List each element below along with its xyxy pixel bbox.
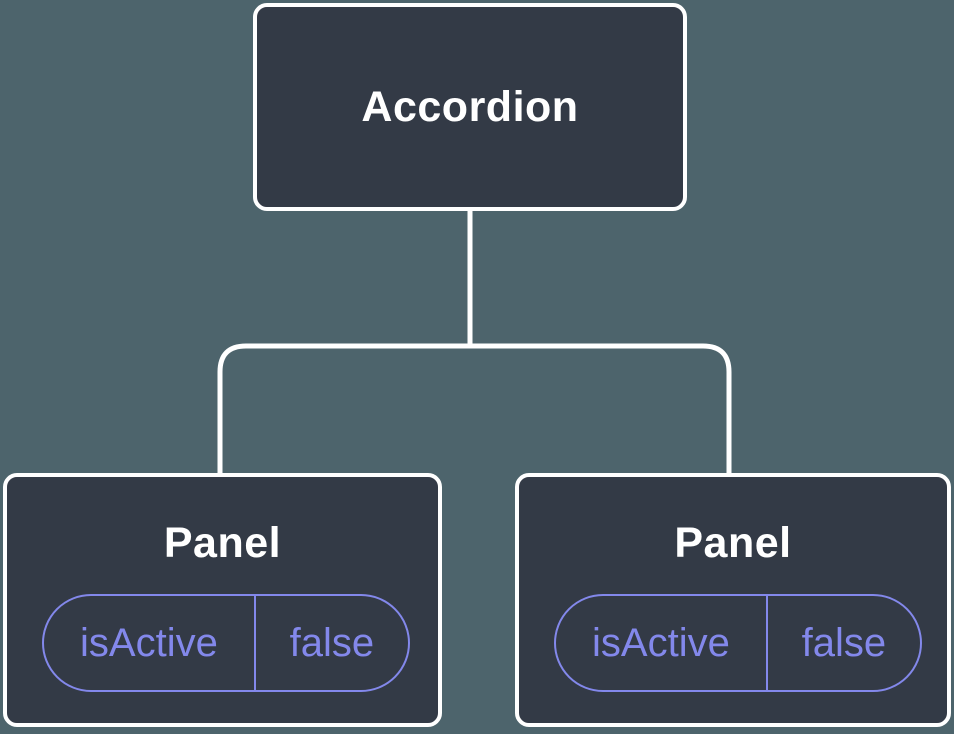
panel-1-prop-pill: isActive false xyxy=(42,594,410,692)
node-panel-1: Panel isActive false xyxy=(3,473,442,727)
prop-value: false xyxy=(801,620,887,665)
prop-value: false xyxy=(289,620,375,665)
connector-branch xyxy=(217,343,732,480)
panel-1-label: Panel xyxy=(163,519,282,567)
prop-name: isActive xyxy=(556,596,768,690)
prop-name: isActive xyxy=(44,596,256,690)
node-panel-2: Panel isActive false xyxy=(515,473,951,727)
panel-2-prop-pill: isActive false xyxy=(554,594,922,692)
panel-2-label: Panel xyxy=(674,519,792,567)
node-accordion: Accordion xyxy=(253,3,687,211)
accordion-label: Accordion xyxy=(361,82,579,131)
